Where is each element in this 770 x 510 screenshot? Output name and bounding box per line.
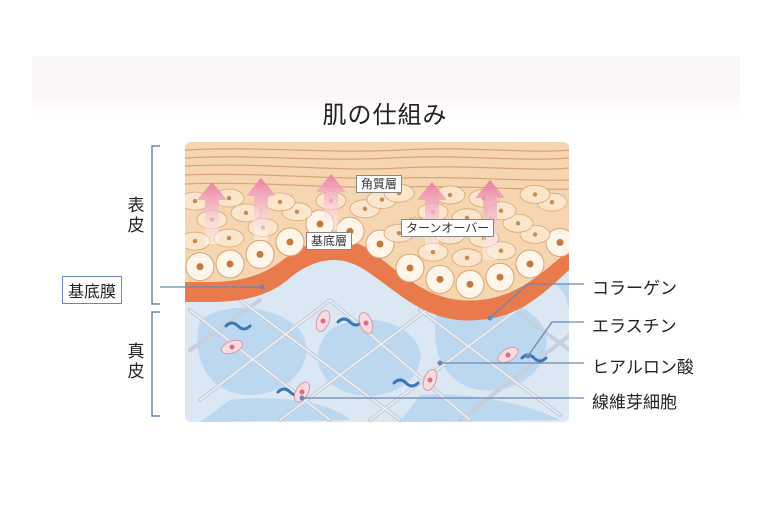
cell-nucleus: [532, 192, 538, 197]
epidermis-label: 表皮: [127, 196, 145, 236]
cell-nucleus: [464, 215, 470, 221]
basement-membrane: [185, 238, 569, 321]
cell-nucleus: [526, 260, 534, 268]
fibroblast-label: 線維芽細胞: [592, 393, 677, 413]
stratum-corneum-tag: 角質層: [356, 175, 403, 193]
cell-nucleus: [496, 273, 504, 281]
cell-nucleus: [549, 200, 555, 205]
cell-nucleus: [286, 238, 294, 246]
cell-nucleus: [226, 235, 232, 241]
cell-nucleus: [498, 248, 504, 253]
cell-nucleus: [466, 280, 474, 288]
basal-layer-tag: 基底層: [306, 232, 353, 250]
leader-lines: [160, 283, 584, 399]
hyaluronic-acid-label: ヒアルロン酸: [592, 358, 694, 378]
collagen-label: コラーゲン: [592, 279, 677, 299]
page-title: 肌の仕組み: [322, 101, 448, 129]
cell-nucleus: [256, 250, 264, 258]
title-band: [32, 56, 740, 118]
turnover-tag: ターンオーバー: [401, 219, 495, 237]
cell-nucleus: [226, 195, 232, 201]
cell-nucleus: [192, 238, 198, 244]
fibroblast-cells: [220, 309, 519, 403]
basement-membrane-label: 基底膜: [62, 276, 123, 304]
cell-nucleus: [243, 210, 249, 216]
cell-nucleus: [396, 231, 402, 236]
cell-nucleus: [447, 192, 453, 198]
collagen-highlights: [189, 299, 561, 421]
cell-nucleus: [294, 209, 300, 214]
cell-nucleus: [196, 263, 204, 271]
cell-nucleus: [556, 238, 564, 246]
cell-nucleus: [362, 206, 368, 211]
cell-nucleus: [436, 275, 444, 283]
layer-brackets: [151, 145, 160, 417]
cell-nucleus: [379, 197, 385, 202]
cell-nucleus: [192, 198, 198, 204]
dermis-label: 真皮: [127, 342, 145, 382]
cell-nucleus: [316, 220, 324, 228]
cell-nucleus: [430, 249, 436, 255]
cell-nucleus: [532, 232, 538, 237]
cell-nucleus: [277, 199, 283, 205]
cell-nucleus: [515, 221, 521, 226]
elastin-label: エラスチン: [592, 317, 677, 337]
cell-nucleus: [406, 264, 414, 272]
cell-nucleus: [376, 240, 384, 248]
cell-nucleus: [226, 260, 234, 268]
cell-nucleus: [498, 208, 504, 213]
cell-nucleus: [464, 255, 470, 261]
